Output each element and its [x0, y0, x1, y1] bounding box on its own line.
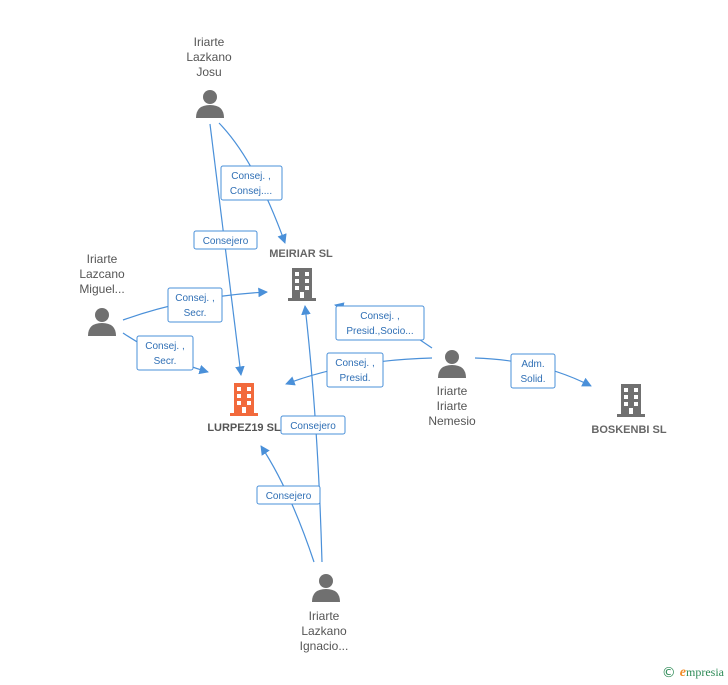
edge-label-text: Consej.... [230, 186, 272, 197]
building-icon [230, 383, 258, 416]
company-label: MEIRIAR SL [269, 248, 333, 260]
edge-label-ignacio-lurpez[interactable]: Consejero [256, 485, 321, 505]
person-name-line: Lazcano [79, 267, 125, 281]
person-name-line: Iriarte [194, 35, 225, 49]
person-name-line: Iriarte [437, 399, 468, 413]
person-icon [438, 350, 466, 378]
brand-logo: empresia [679, 665, 724, 680]
person-name-line: Ignacio... [300, 639, 349, 653]
company-boskenbi[interactable]: BOSKENBI SL [591, 384, 667, 436]
company-meiriar[interactable]: MEIRIAR SL [269, 248, 333, 301]
building-icon [288, 268, 316, 301]
edge-label-text: Adm. [521, 359, 544, 370]
edge-label-text: Consejero [290, 421, 336, 432]
edge-label-josu-meiriar[interactable]: Consej. , Consej.... [220, 165, 283, 201]
person-name-line: Iriarte [87, 252, 118, 266]
person-name-line: Iriarte [437, 384, 468, 398]
edge-label-miguel-meiriar[interactable]: Consej. , Secr. [167, 287, 223, 323]
building-icon [617, 384, 645, 417]
person-name-line: Josu [196, 65, 221, 79]
person-nemesio[interactable]: Iriarte Iriarte Nemesio [428, 350, 476, 428]
edge-label-nemesio-meiriar[interactable]: Consej. , Presid.,Socio... [335, 305, 425, 341]
edge-label-text: Presid.,Socio... [346, 326, 413, 337]
edge-label-miguel-lurpez[interactable]: Consej. , Secr. [136, 335, 194, 371]
person-josu[interactable]: Iriarte Lazkano Josu [186, 35, 232, 118]
edge-label-text: Consej. , [175, 293, 214, 304]
person-name-line: Lazkano [186, 50, 232, 64]
company-label: BOSKENBI SL [591, 424, 666, 436]
edge-label-ignacio-meiriar[interactable]: Consejero [280, 415, 346, 435]
person-name-line: Nemesio [428, 414, 476, 428]
person-icon [312, 574, 340, 602]
edge-labels: Consej. , Consej.... Consejero Consej. ,… [136, 165, 556, 505]
person-miguel[interactable]: Iriarte Lazcano Miguel... [79, 252, 125, 336]
brand-footer: © empresia [662, 665, 724, 681]
edge-label-text: Solid. [520, 374, 545, 385]
edge-label-text: Consej. , [360, 311, 399, 322]
edge-label-nemesio-lurpez[interactable]: Consej. , Presid. [326, 352, 384, 388]
person-icon [196, 90, 224, 118]
edge-label-text: Consejero [203, 236, 249, 247]
edge-label-text: Consej. , [145, 341, 184, 352]
edge-label-nemesio-boskenbi[interactable]: Adm. Solid. [510, 353, 556, 389]
edge-label-text: Consejero [266, 491, 312, 502]
edge-label-text: Consej. , [231, 171, 270, 182]
edge-line-josu-lurpez [209, 123, 245, 376]
edge-label-text: Secr. [184, 308, 207, 319]
edge-label-josu-lurpez[interactable]: Consejero [193, 230, 258, 250]
person-name-line: Iriarte [309, 609, 340, 623]
person-ignacio[interactable]: Iriarte Lazkano Ignacio... [300, 574, 349, 653]
edge-label-text: Presid. [339, 373, 370, 384]
person-icon [88, 308, 116, 336]
company-lurpez[interactable]: LURPEZ19 SL [207, 383, 281, 434]
company-label: LURPEZ19 SL [207, 422, 281, 434]
copyright-icon: © [661, 665, 676, 681]
edge-label-text: Secr. [154, 356, 177, 367]
edge-label-text: Consej. , [335, 358, 374, 369]
person-name-line: Lazkano [301, 624, 347, 638]
person-name-line: Miguel... [79, 282, 124, 296]
